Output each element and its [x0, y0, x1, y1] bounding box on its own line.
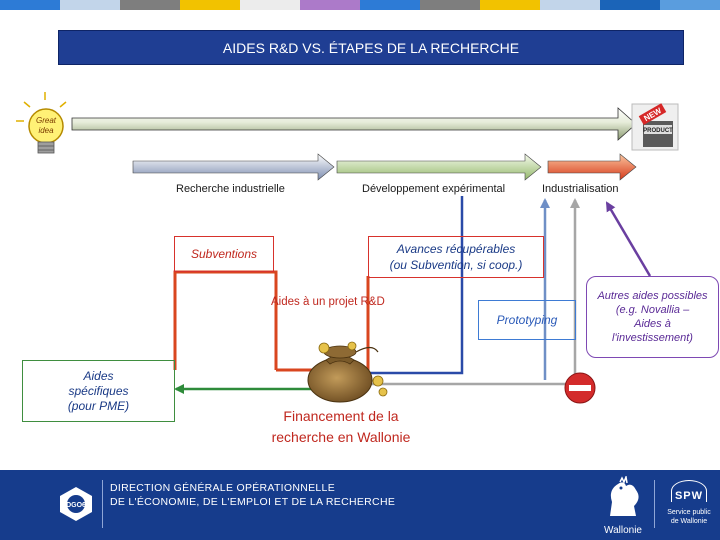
funding-caption-1: Financement de la — [283, 408, 399, 424]
bulb-text-1: Great — [36, 116, 57, 125]
spw-sub-2: de Wallonie — [670, 518, 708, 525]
rooster-icon — [610, 474, 639, 516]
sme-aids-box: Aides spécifiques (pour PME) — [22, 360, 175, 422]
footer-line-1: DIRECTION GÉNÉRALE OPÉRATIONNELLE — [110, 482, 336, 494]
top-color-strip — [0, 0, 720, 10]
footer-department-text: DIRECTION GÉNÉRALE OPÉRATIONNELLE DE L'É… — [110, 481, 395, 509]
wallonie-text: Wallonie — [604, 525, 642, 536]
sme-aids-text-2: spécifiques — [68, 383, 129, 398]
wallonie-logo: Wallonie — [598, 474, 648, 536]
other-aids-text-4: l'investissement) — [612, 332, 693, 344]
stage-label-research: Recherche industrielle — [176, 183, 285, 195]
page-title: AIDES R&D VS. ÉTAPES DE LA RECHERCHE — [58, 30, 684, 65]
other-aids-box: Autres aides possibles (e.g. Novallia – … — [586, 276, 719, 358]
funding-caption: Financement de la recherche en Wallonie — [240, 406, 442, 448]
sme-aids-text-1: Aides — [83, 368, 114, 383]
other-aids-line — [605, 201, 652, 277]
rd-project-label: Aides à un projet R&D — [271, 296, 385, 308]
no-entry-icon — [564, 372, 596, 404]
sme-aids-text-3: (pour PME) — [67, 398, 130, 413]
footer-separator-left — [102, 480, 103, 528]
footer-separator-right — [654, 480, 655, 528]
other-aids-text-1: Autres aides possibles — [597, 290, 708, 302]
bulb-text-2: idea — [38, 126, 54, 135]
rd-project-line — [330, 196, 464, 375]
footer-bar: DGO6 DIRECTION GÉNÉRALE OPÉRATIONNELLE D… — [0, 470, 720, 540]
advances-box: Avances récupérables (ou Subvention, si … — [368, 236, 544, 278]
other-aids-text-3: Aides à — [634, 318, 671, 330]
advances-text-1: Avances récupérables — [396, 242, 516, 256]
idea-bulb-icon: Great idea — [16, 92, 67, 154]
spw-logo: SPW Service public de Wallonie — [662, 480, 716, 526]
prototyping-box: Prototyping — [478, 300, 576, 340]
dgo-logo-text: DGO6 — [66, 502, 86, 509]
dgo-logo: DGO6 — [56, 484, 96, 524]
subventions-text: Subventions — [190, 247, 258, 261]
money-bag-icon — [307, 341, 388, 403]
footer-line-2: DE L'ÉCONOMIE, DE L'EMPLOI ET DE LA RECH… — [110, 496, 396, 508]
spw-sub-1: Service public — [667, 509, 711, 516]
prototyping-text: Prototyping — [496, 313, 558, 327]
page-title-text: AIDES R&D VS. ÉTAPES DE LA RECHERCHE — [222, 39, 520, 56]
subventions-connector — [173, 270, 278, 370]
industrial-stage-arrow — [547, 153, 637, 181]
stage-label-industrial: Industrialisation — [542, 183, 619, 195]
new-product-icon: PRODUCT NEW — [631, 103, 679, 151]
development-stage-arrow — [336, 153, 542, 181]
research-stage-arrow — [132, 153, 335, 181]
advances-text-2: (ou Subvention, si coop.) — [389, 258, 523, 272]
subventions-box: Subventions — [174, 236, 274, 272]
funding-caption-2: recherche en Wallonie — [271, 429, 411, 445]
other-aids-text-2: (e.g. Novallia – — [615, 304, 690, 316]
spw-logo-text: SPW — [671, 480, 707, 502]
product-label: PRODUCT — [643, 128, 673, 134]
stage-label-development: Développement expérimental — [362, 183, 506, 195]
timeline-arrow — [71, 107, 637, 141]
advances-connector — [276, 276, 370, 372]
